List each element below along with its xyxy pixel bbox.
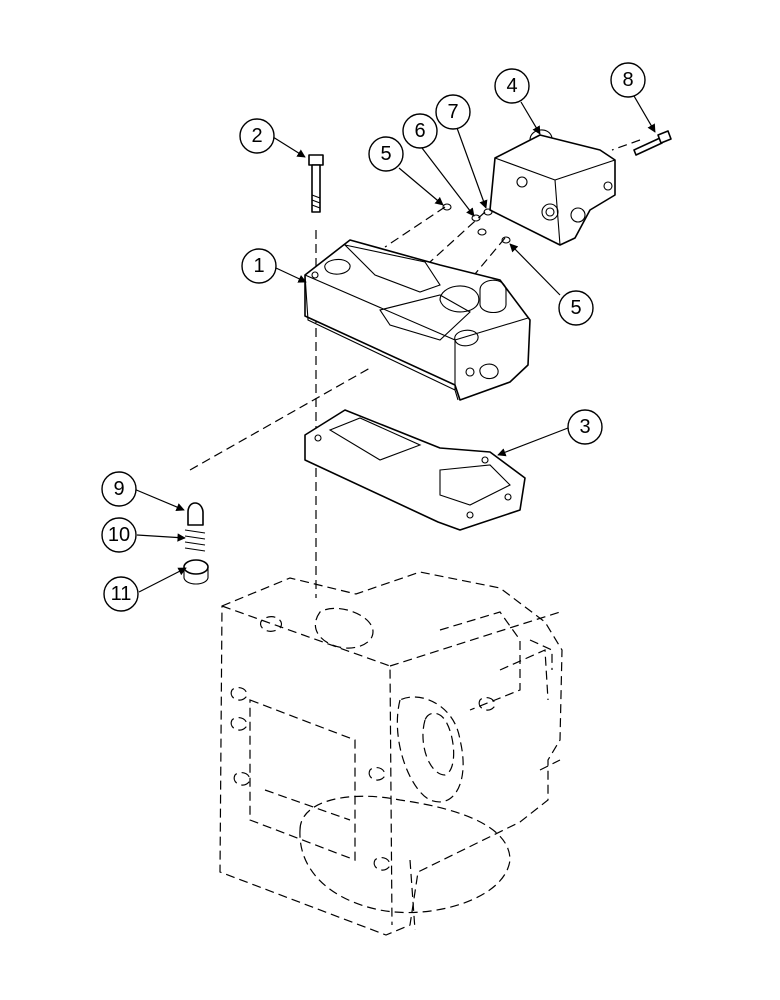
callout-8: 8 — [610, 62, 646, 98]
callout-11-label: 11 — [111, 583, 132, 605]
callout-5-top-label: 5 — [380, 143, 391, 165]
callout-4: 4 — [494, 68, 530, 104]
transmission-housing — [219, 571, 563, 936]
callout-7-label: 7 — [447, 101, 458, 123]
leader-lines — [133, 95, 656, 593]
callout-10: 10 — [101, 517, 137, 553]
callout-5-bottom-label: 5 — [570, 297, 581, 319]
callout-4-label: 4 — [506, 75, 517, 97]
callout-8-label: 8 — [622, 69, 633, 91]
solenoid-valve — [489, 129, 616, 246]
o-rings — [442, 203, 511, 244]
callout-11: 11 — [103, 576, 139, 612]
callout-6-label: 6 — [414, 120, 425, 142]
gasket — [304, 409, 526, 531]
callout-7: 7 — [435, 94, 471, 130]
callout-1: 1 — [241, 248, 277, 284]
callout-5-top: 5 — [368, 136, 404, 172]
bolt-2 — [308, 154, 324, 213]
callout-9-label: 9 — [113, 478, 124, 500]
callout-1-label: 1 — [253, 255, 264, 277]
callout-6: 6 — [402, 113, 438, 149]
plunger-9 — [187, 502, 204, 526]
callout-3: 3 — [567, 409, 603, 445]
callout-5-bottom: 5 — [558, 290, 594, 326]
bolt-8 — [633, 130, 672, 156]
callout-2: 2 — [239, 118, 275, 154]
ring-11 — [183, 559, 209, 585]
spring-10 — [184, 529, 206, 552]
callout-10-label: 10 — [108, 524, 130, 546]
valve-body — [304, 239, 531, 401]
callout-9: 9 — [101, 471, 137, 507]
callout-3-label: 3 — [579, 416, 590, 438]
callout-2-label: 2 — [251, 125, 262, 147]
